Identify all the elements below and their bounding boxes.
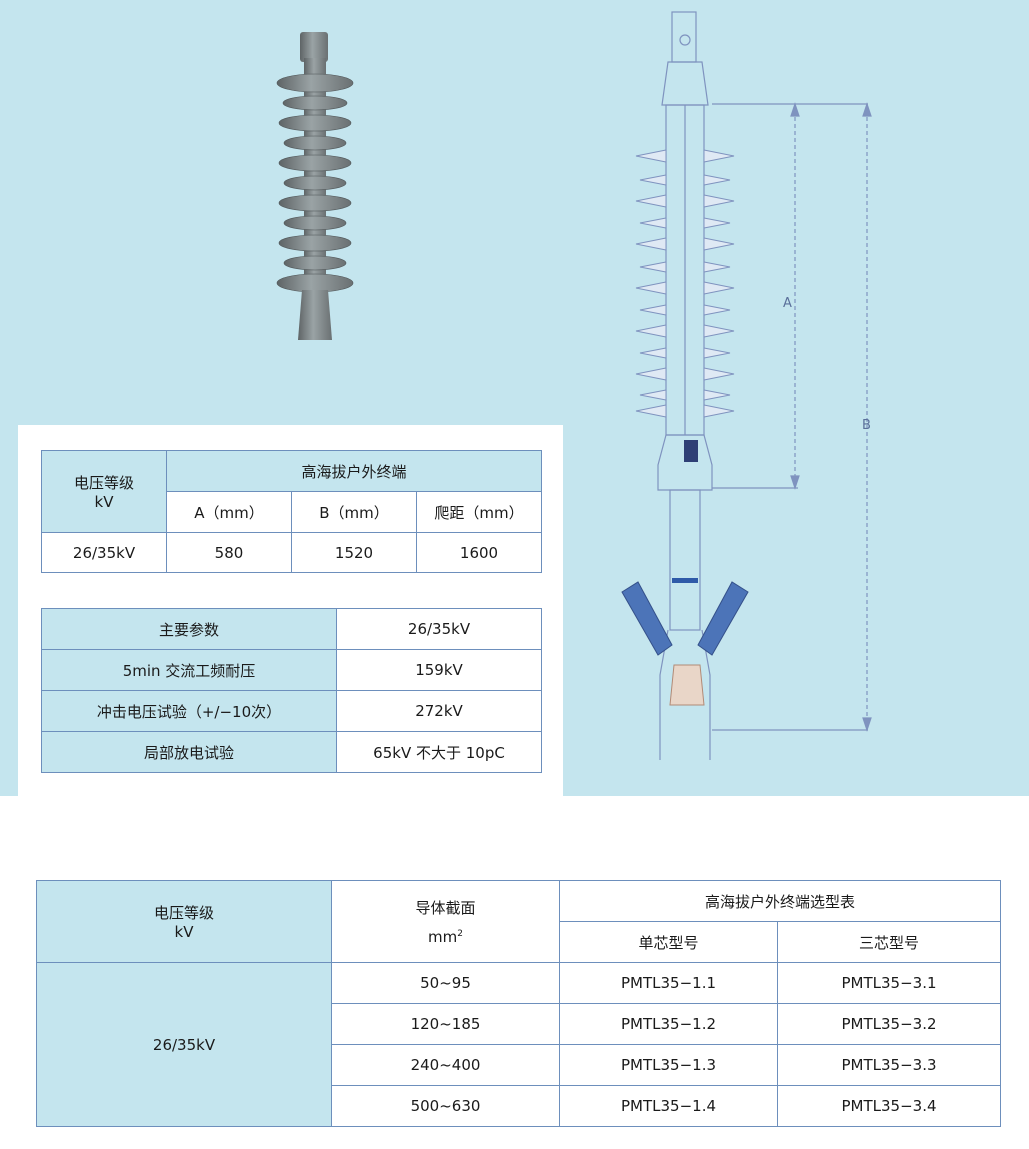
table-row: 局部放电试验 65kV 不大于 10pC bbox=[41, 731, 542, 773]
voltage-level-header: 电压等级 kV bbox=[36, 880, 332, 963]
conductor-section-header: 导体截面 mm2 bbox=[331, 880, 560, 963]
single-core-cell: PMTL35−1.2 bbox=[559, 1003, 778, 1045]
terminal-group-header: 高海拔户外终端 bbox=[165, 450, 543, 492]
param-value: 272kV bbox=[336, 690, 542, 732]
section-cell: 120~185 bbox=[331, 1003, 560, 1045]
table-row: 冲击电压试验（+/−10次） 272kV bbox=[41, 690, 542, 732]
param-label: 冲击电压试验（+/−10次） bbox=[41, 690, 337, 732]
dimension-b-label: B bbox=[862, 418, 871, 433]
three-core-header: 三芯型号 bbox=[776, 921, 1002, 963]
table-cell: 1520 bbox=[291, 532, 417, 573]
table-row: 120~185 PMTL35−1.2 PMTL35−3.2 bbox=[37, 1003, 1002, 1045]
param-label: 局部放电试验 bbox=[41, 731, 337, 773]
single-core-cell: PMTL35−1.4 bbox=[559, 1085, 778, 1127]
voltage-cell: 26/35kV bbox=[36, 962, 332, 1127]
table-row: 5min 交流工频耐压 159kV bbox=[41, 649, 542, 691]
selection-group-header: 高海拔户外终端选型表 bbox=[558, 880, 1002, 922]
voltage-level-header: 电压等级 kV bbox=[41, 450, 167, 533]
param-label: 5min 交流工频耐压 bbox=[41, 649, 337, 691]
col-b-header: B（mm） bbox=[291, 491, 417, 533]
section-cell: 240~400 bbox=[331, 1044, 560, 1086]
single-core-cell: PMTL35−1.3 bbox=[559, 1044, 778, 1086]
param-label: 主要参数 bbox=[41, 608, 337, 650]
dimension-spec-table: 电压等级 kV 高海拔户外终端 A（mm） B（mm） 爬距（mm） 26/35… bbox=[41, 450, 543, 573]
parameter-table: 主要参数 26/35kV 5min 交流工频耐压 159kV 冲击电压试验（+/… bbox=[41, 608, 542, 773]
table-row: 26/35kV 50~95 PMTL35−1.1 PMTL35−3.1 bbox=[36, 962, 1002, 1127]
terminal-drawing bbox=[621, 11, 872, 760]
single-core-header: 单芯型号 bbox=[559, 921, 778, 963]
table-row: 500~630 PMTL35−1.4 PMTL35−3.4 bbox=[37, 1085, 1002, 1127]
three-core-cell: PMTL35−3.1 bbox=[776, 962, 1002, 1004]
param-value: 65kV 不大于 10pC bbox=[336, 731, 542, 773]
param-value: 159kV bbox=[336, 649, 542, 691]
table-row: 主要参数 26/35kV bbox=[41, 608, 542, 650]
table-cell: 26/35kV bbox=[41, 532, 167, 573]
three-core-cell: PMTL35−3.2 bbox=[776, 1003, 1002, 1045]
model-selection-table: 电压等级 kV 导体截面 mm2 高海拔户外终端选型表 单芯型号 三芯型号 26… bbox=[36, 880, 1002, 1127]
three-core-cell: PMTL35−3.4 bbox=[776, 1085, 1002, 1127]
table-cell: 1600 bbox=[415, 532, 543, 573]
table-cell: 580 bbox=[166, 532, 292, 573]
col-a-header: A（mm） bbox=[166, 491, 292, 533]
terminal-photo bbox=[276, 32, 354, 340]
dimension-a-label: A bbox=[783, 296, 792, 311]
single-core-cell: PMTL35−1.1 bbox=[559, 962, 778, 1004]
param-value: 26/35kV bbox=[336, 608, 542, 650]
section-cell: 500~630 bbox=[331, 1085, 560, 1127]
col-creepage-header: 爬距（mm） bbox=[415, 491, 543, 533]
table-row: 240~400 PMTL35−1.3 PMTL35−3.3 bbox=[37, 1044, 1002, 1086]
three-core-cell: PMTL35−3.3 bbox=[776, 1044, 1002, 1086]
section-cell: 50~95 bbox=[331, 962, 560, 1004]
